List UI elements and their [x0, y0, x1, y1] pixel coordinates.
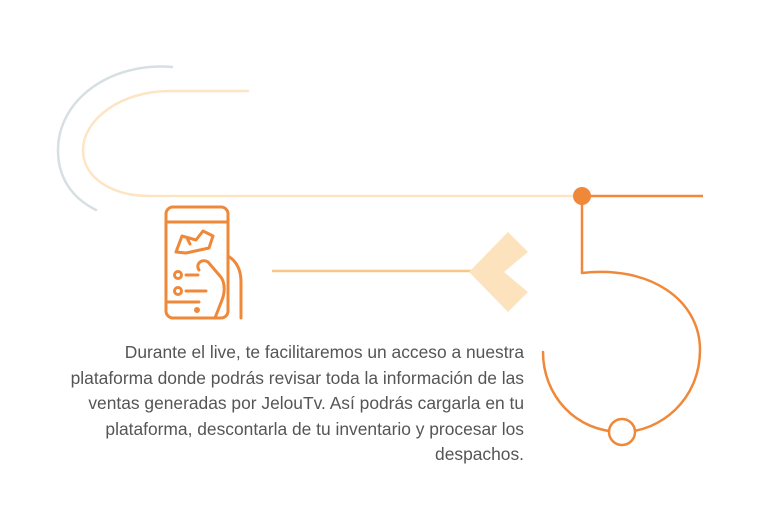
light-orange-arc — [81, 89, 584, 198]
description-text: Durante el live, te facilitaremos un acc… — [70, 342, 524, 464]
chevron-left-icon — [469, 232, 528, 312]
orange-dot — [573, 187, 591, 205]
gray-outer-arc — [56, 65, 174, 212]
phone-hand-icon — [164, 205, 243, 320]
orange-big-arc — [541, 270, 702, 434]
orange-ring — [607, 417, 637, 447]
